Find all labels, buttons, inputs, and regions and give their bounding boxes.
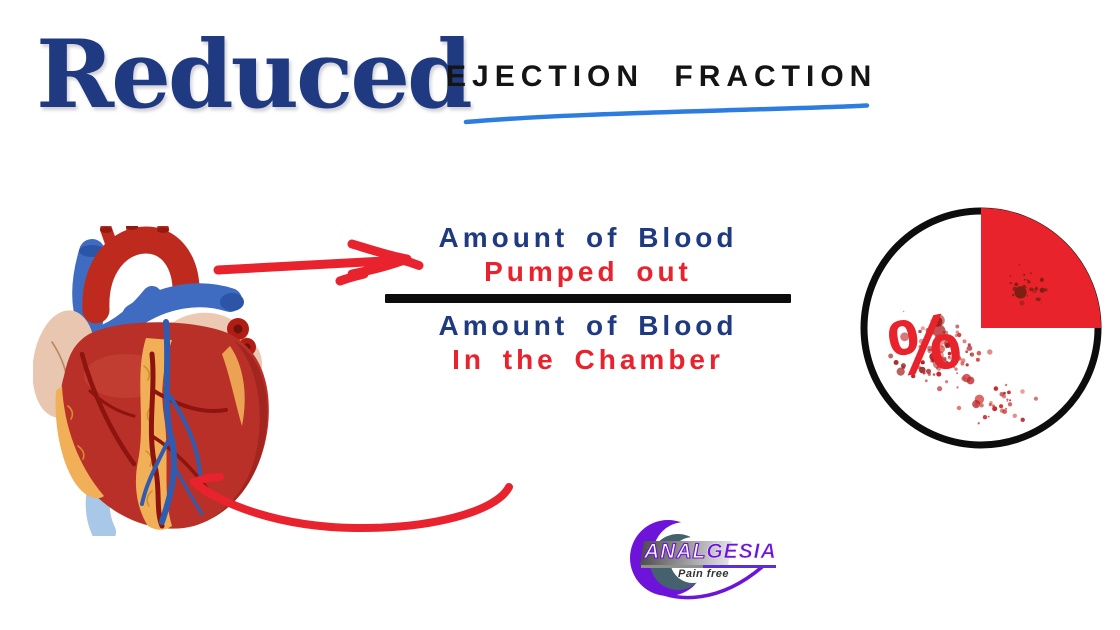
formula-numerator-line1: Amount of Blood bbox=[438, 222, 738, 253]
heart-anatomy-group bbox=[33, 226, 269, 536]
logo-name: ANALGESIA bbox=[643, 539, 784, 564]
hand-drawn-underline bbox=[463, 103, 870, 125]
formula-denominator-line2: In the Chamber bbox=[452, 344, 724, 375]
logo-swoosh bbox=[644, 565, 764, 600]
fraction-bar bbox=[385, 294, 791, 303]
analgesia-logo: ANALGESIA Pain free bbox=[622, 505, 792, 615]
logo-underline bbox=[641, 565, 776, 568]
heart-illustration bbox=[33, 226, 269, 536]
arrow-heart-to-formula bbox=[213, 239, 424, 286]
formula-denominator-line1: Amount of Blood bbox=[438, 310, 738, 341]
title-ejection-fraction: EJECTION FRACTION bbox=[446, 60, 878, 93]
pie-filled-quarter bbox=[981, 208, 1101, 328]
logo-tagline: Pain free bbox=[678, 568, 729, 580]
ejection-fraction-formula: Amount of Blood Pumped out Amount of Blo… bbox=[385, 221, 791, 377]
logo-name-left: ANAL bbox=[643, 539, 707, 563]
percentage-pie-chart: % bbox=[860, 207, 1102, 449]
arrow-formula-to-heart bbox=[190, 473, 513, 533]
blood-splatter bbox=[888, 263, 1048, 425]
logo-name-right: GESIA bbox=[706, 540, 777, 564]
title-word-reduced: Reduced bbox=[36, 20, 473, 130]
percent-symbol: % bbox=[882, 295, 968, 395]
formula-numerator-line2: Pumped out bbox=[484, 256, 692, 287]
